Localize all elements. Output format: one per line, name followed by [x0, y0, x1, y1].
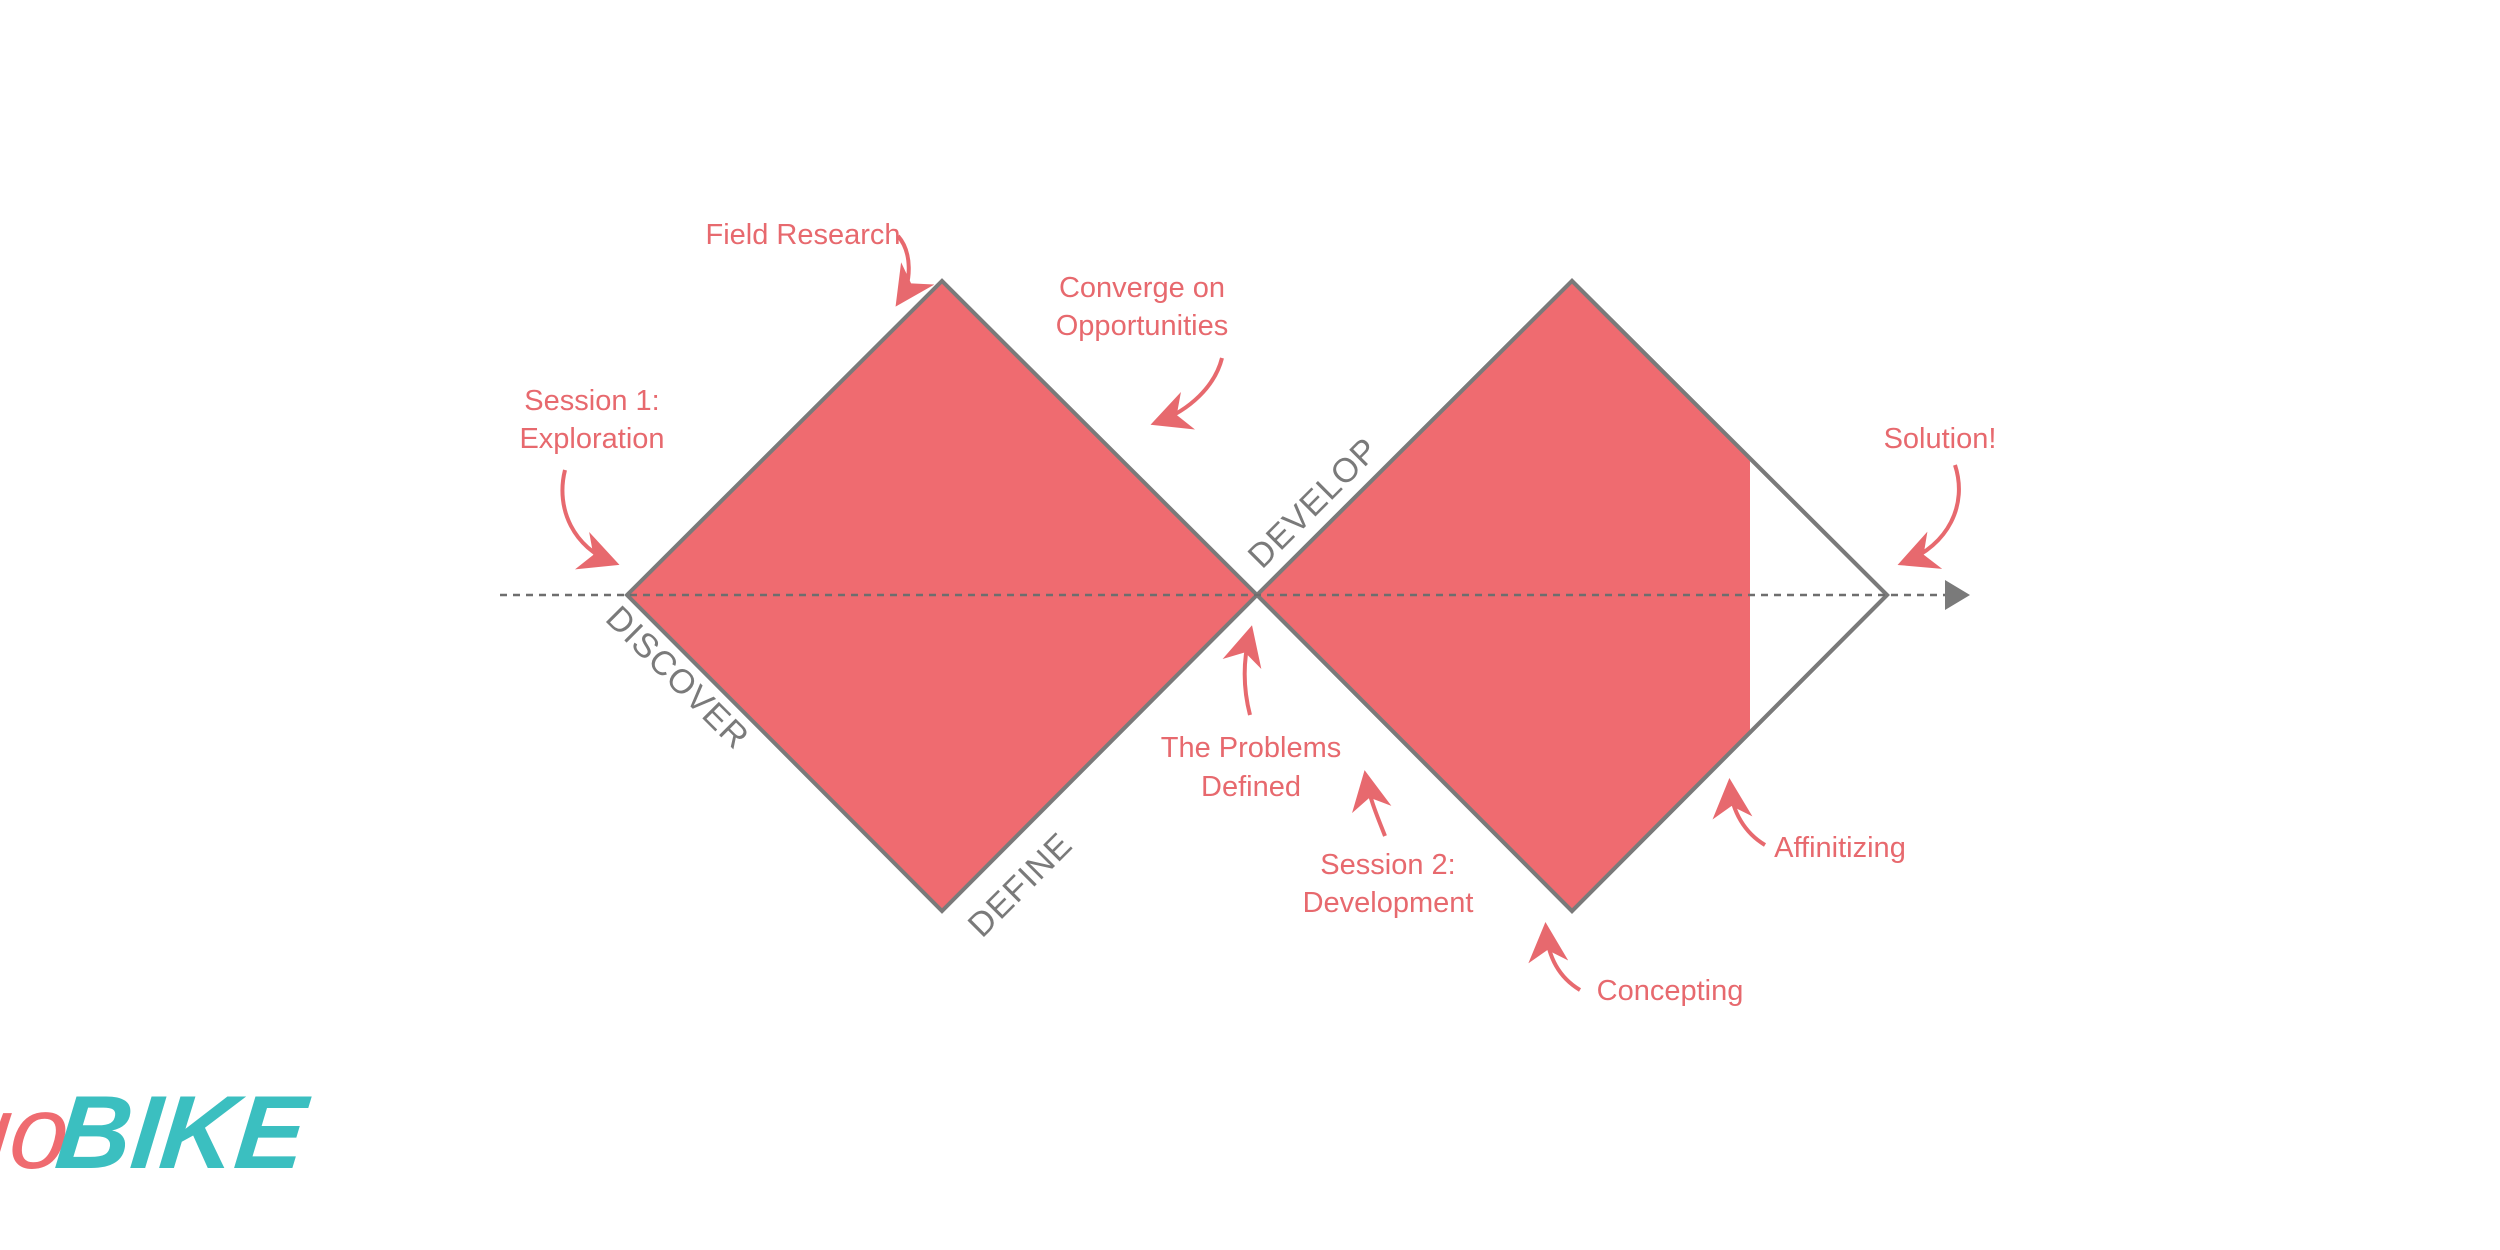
arrow-solution — [1897, 464, 1961, 569]
annotation-converge-line2: Opportunities — [1056, 310, 1229, 342]
annotation-solution: Solution! — [1884, 423, 1997, 455]
logo-go-text: go — [0, 1075, 75, 1191]
arrow-session1 — [560, 469, 620, 570]
arrow-affinitizing — [1712, 778, 1767, 847]
annotation-problems-line1: The Problems — [1161, 732, 1342, 764]
arrow-concepting — [1528, 922, 1582, 992]
annotation-problems-line2: Defined — [1201, 771, 1301, 803]
arrow-converge — [1150, 357, 1224, 430]
annotation-session2-line1: Session 2: — [1320, 849, 1455, 881]
annotation-converge-line1: Converge on — [1059, 272, 1225, 304]
gobike-logo: go BIKE — [0, 1075, 315, 1191]
annotation-session1-line2: Exploration — [519, 423, 664, 455]
diamond-develop-outline — [1254, 278, 1890, 914]
timeline-arrowhead — [1945, 580, 1970, 610]
arrow-problems-defined — [1222, 625, 1262, 716]
logo-bike-text: BIKE — [51, 1075, 315, 1191]
arrow-field-research — [895, 234, 935, 307]
annotation-session2-line2: Development — [1303, 887, 1474, 919]
annotation-session1-line1: Session 1: — [524, 385, 659, 417]
annotation-affinitizing: Affinitizing — [1774, 832, 1906, 864]
arrow-session2 — [1352, 770, 1392, 837]
annotation-concepting: Concepting — [1597, 975, 1744, 1007]
annotation-field-research: Field Research — [705, 219, 900, 251]
